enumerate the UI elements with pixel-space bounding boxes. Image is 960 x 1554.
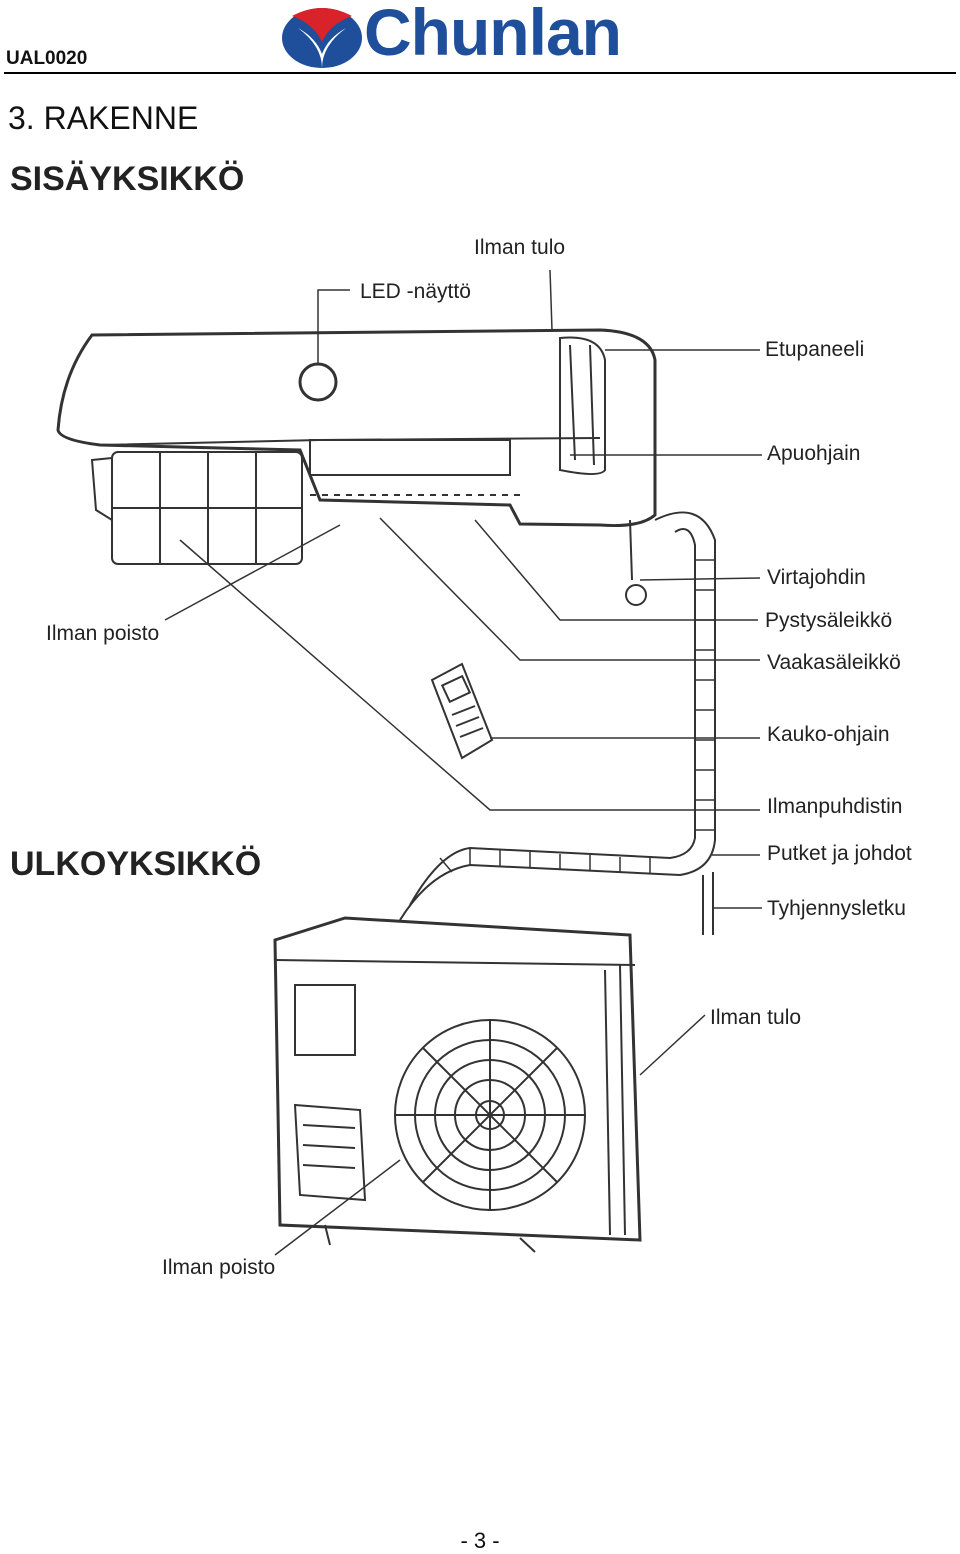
label-outdoor-air-out: Ilman poisto (162, 1256, 276, 1279)
label-aux-guide: Apuohjain (767, 442, 861, 465)
section-title: 3. RAKENNE (8, 100, 199, 136)
label-air-filter: Ilmanpuhdistin (767, 795, 903, 818)
leader-lines (164, 269, 762, 1256)
label-indoor-air-in: Ilman tulo (474, 236, 566, 259)
remote-control-drawing (430, 662, 494, 760)
label-power-cord: Virtajohdin (767, 566, 866, 589)
outdoor-unit-heading: ULKOYKSIKKÖ (10, 845, 262, 883)
label-drain-hose: Tyhjennysletku (767, 897, 906, 920)
label-indoor-air-out: Ilman poisto (46, 622, 160, 645)
label-led-display: LED -näyttö (360, 280, 471, 303)
label-remote-control: Kauko-ohjain (767, 723, 890, 746)
logo-emblem-accent (292, 8, 352, 42)
brand-name: Chunlan (364, 0, 622, 69)
led-display (298, 362, 338, 402)
chunlan-logo (282, 8, 362, 68)
label-horizontal-louver: Vaakasäleikkö (767, 651, 901, 674)
header-rule (4, 72, 956, 74)
filter-grid-drawing (111, 451, 303, 565)
power-plug (625, 584, 647, 606)
label-vertical-louver: Pystysäleikkö (765, 609, 893, 632)
pipe-bundle-drawing (399, 511, 716, 935)
indoor-unit-heading: SISÄYKSIKKÖ (10, 160, 245, 198)
indoor-unit-drawing (56, 328, 657, 606)
page-number: - 3 - (460, 1528, 500, 1553)
document-code: UAL0020 (6, 48, 88, 69)
outdoor-unit-drawing (273, 916, 642, 1253)
label-outdoor-air-in: Ilman tulo (710, 1006, 802, 1029)
label-pipes-and-wires: Putket ja johdot (767, 842, 912, 865)
label-front-panel: Etupaneeli (765, 338, 865, 361)
